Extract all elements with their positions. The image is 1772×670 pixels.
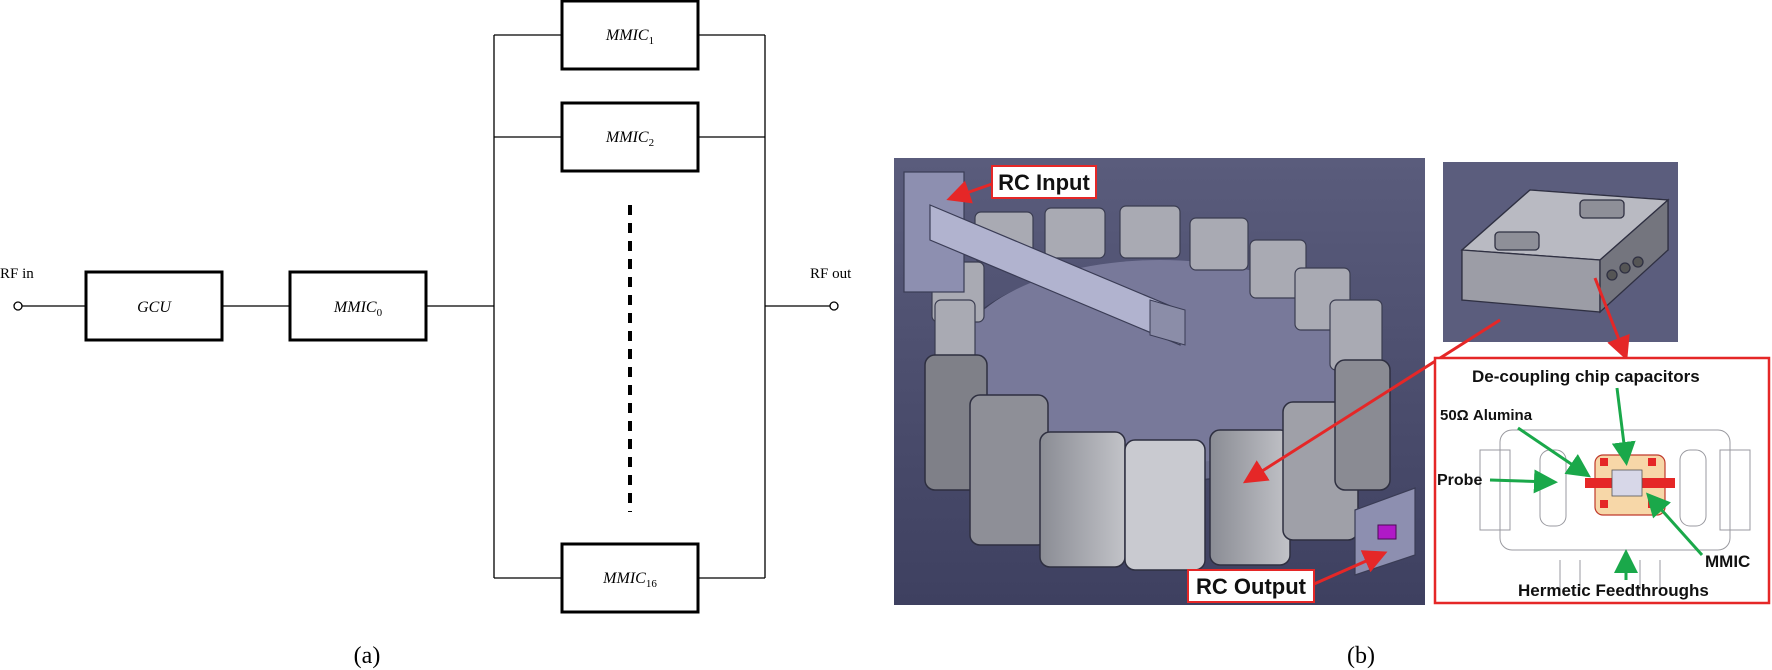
probe-arrow — [1489, 469, 1558, 494]
caption-a: (a) — [354, 643, 381, 669]
feedthroughs-label: Hermetic Feedthroughs — [1518, 581, 1709, 600]
rc-input-callout — [991, 165, 1097, 199]
rc-output-arrow — [1313, 550, 1388, 586]
circuit-carrier — [1585, 454, 1675, 516]
detail-link-arrow — [1593, 277, 1630, 361]
block-diagram: RF in GCU MMIC0 MMIC1 MMIC2 MMIC16 — [0, 0, 852, 669]
mmic-label: MMIC — [1705, 552, 1750, 571]
rc-output-callout — [1187, 569, 1315, 603]
rf-out-port — [829, 301, 839, 311]
rc-input-arrow — [946, 180, 993, 204]
rc-input-label: RC Input — [998, 170, 1090, 195]
mmic0-label: MMIC0 — [333, 299, 383, 319]
housing-link-arrow — [1242, 318, 1501, 484]
ring-blocks-front — [924, 354, 1391, 571]
mmic-arrow — [1645, 492, 1704, 557]
rf-in-port — [13, 301, 23, 311]
gcu-label: GCU — [137, 299, 172, 316]
probe-label: Probe — [1437, 472, 1482, 489]
mmic2-box — [560, 101, 700, 173]
decoupling-arrow — [1611, 387, 1636, 466]
mmic16-box — [560, 542, 700, 614]
alumina-arrow — [1517, 426, 1591, 478]
mmic16-label: MMIC16 — [602, 570, 657, 590]
mmic-housing — [1460, 189, 1670, 314]
mmic2-label: MMIC2 — [605, 129, 654, 149]
decoupling-label: De-coupling chip capacitors — [1472, 367, 1700, 386]
rc-render: RC Input RC Output — [894, 158, 1771, 669]
rf-in-label: RF in — [0, 266, 34, 282]
caption-b: (b) — [1347, 643, 1375, 669]
rc-output-label: RC Output — [1196, 574, 1307, 599]
mmic1-label: MMIC1 — [605, 27, 654, 47]
alumina-label: 50Ω Alumina — [1440, 407, 1533, 424]
rf-out-label: RF out — [810, 266, 852, 282]
